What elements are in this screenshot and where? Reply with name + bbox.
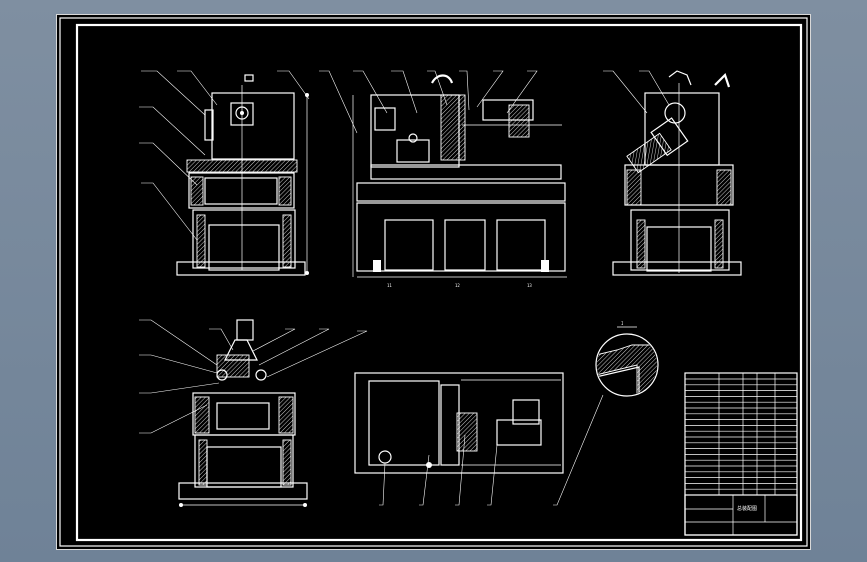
outer-border bbox=[59, 17, 808, 547]
detail-view: I bbox=[595, 321, 659, 397]
svg-text:11: 11 bbox=[387, 283, 392, 288]
svg-text:12: 12 bbox=[455, 283, 460, 288]
inner-border bbox=[75, 23, 803, 542]
side-view: 11 12 13 bbox=[319, 70, 567, 288]
front-view bbox=[139, 70, 310, 276]
right-view bbox=[603, 70, 742, 276]
svg-text:13: 13 bbox=[527, 283, 532, 288]
drawing-name: 总装配图 bbox=[737, 505, 757, 512]
detail-label: I bbox=[621, 321, 624, 326]
drawing-sheet: 11 12 13 bbox=[56, 14, 811, 550]
plan-view bbox=[354, 372, 604, 506]
cad-drawing: 11 12 13 bbox=[59, 17, 808, 547]
title-block: 总装配图 bbox=[684, 372, 798, 536]
section-view bbox=[139, 319, 368, 507]
